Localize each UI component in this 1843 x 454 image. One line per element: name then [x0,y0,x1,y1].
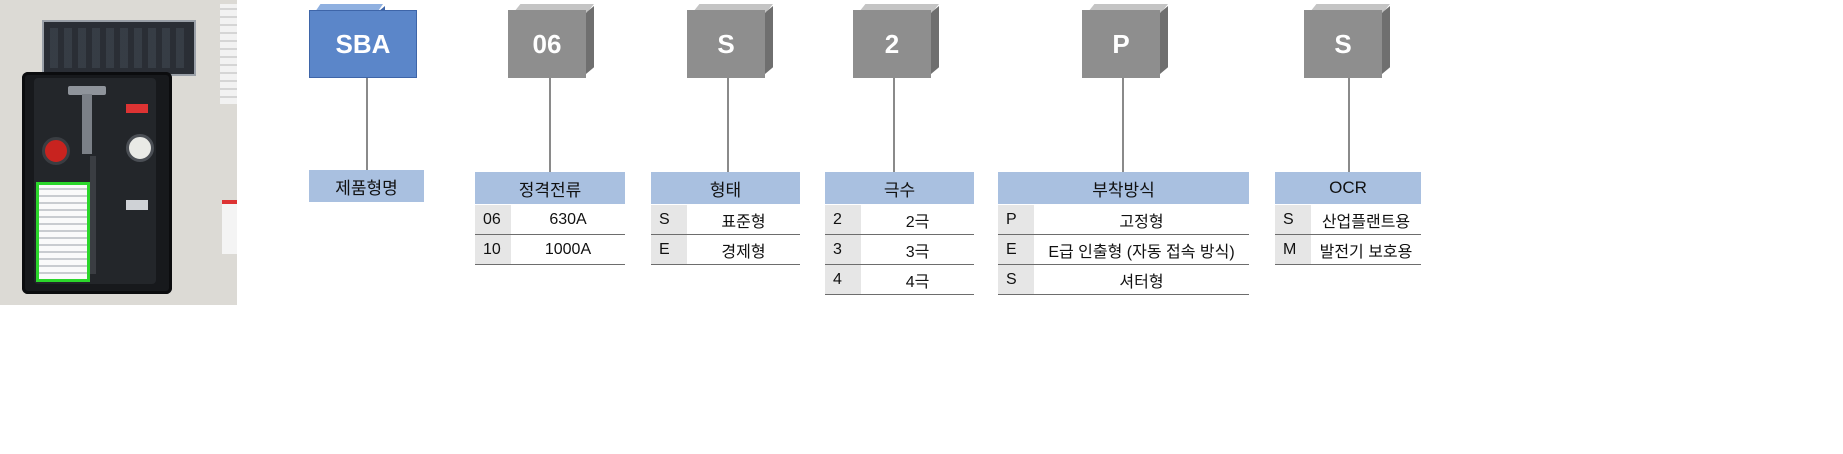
charging-handle [68,86,106,95]
header-poles: 극수 [825,172,974,204]
header-mounting: 부착방식 [998,172,1249,204]
code-box: S [687,10,765,78]
nameplate-label-highlight [36,182,90,282]
side-sticker-warning [222,200,237,254]
code-box: 2 [853,10,931,78]
code-box: S [1304,10,1382,78]
header-product-name: 제품형명 [309,170,424,202]
code-box: SBA [309,10,417,78]
trip-unit-plate [42,20,196,76]
side-sticker [220,4,237,104]
header-rated-current: 정격전류 [475,172,625,204]
header-type: 형태 [651,172,800,204]
switch-plate [126,200,148,210]
indicator-lamp-icon [126,134,154,162]
header-ocr: OCR [1275,172,1421,204]
breaker-photo [0,0,237,305]
open-button-icon [42,137,70,165]
code-box: P [1082,10,1160,78]
indicator-tag [126,104,148,113]
code-box: 06 [508,10,586,78]
